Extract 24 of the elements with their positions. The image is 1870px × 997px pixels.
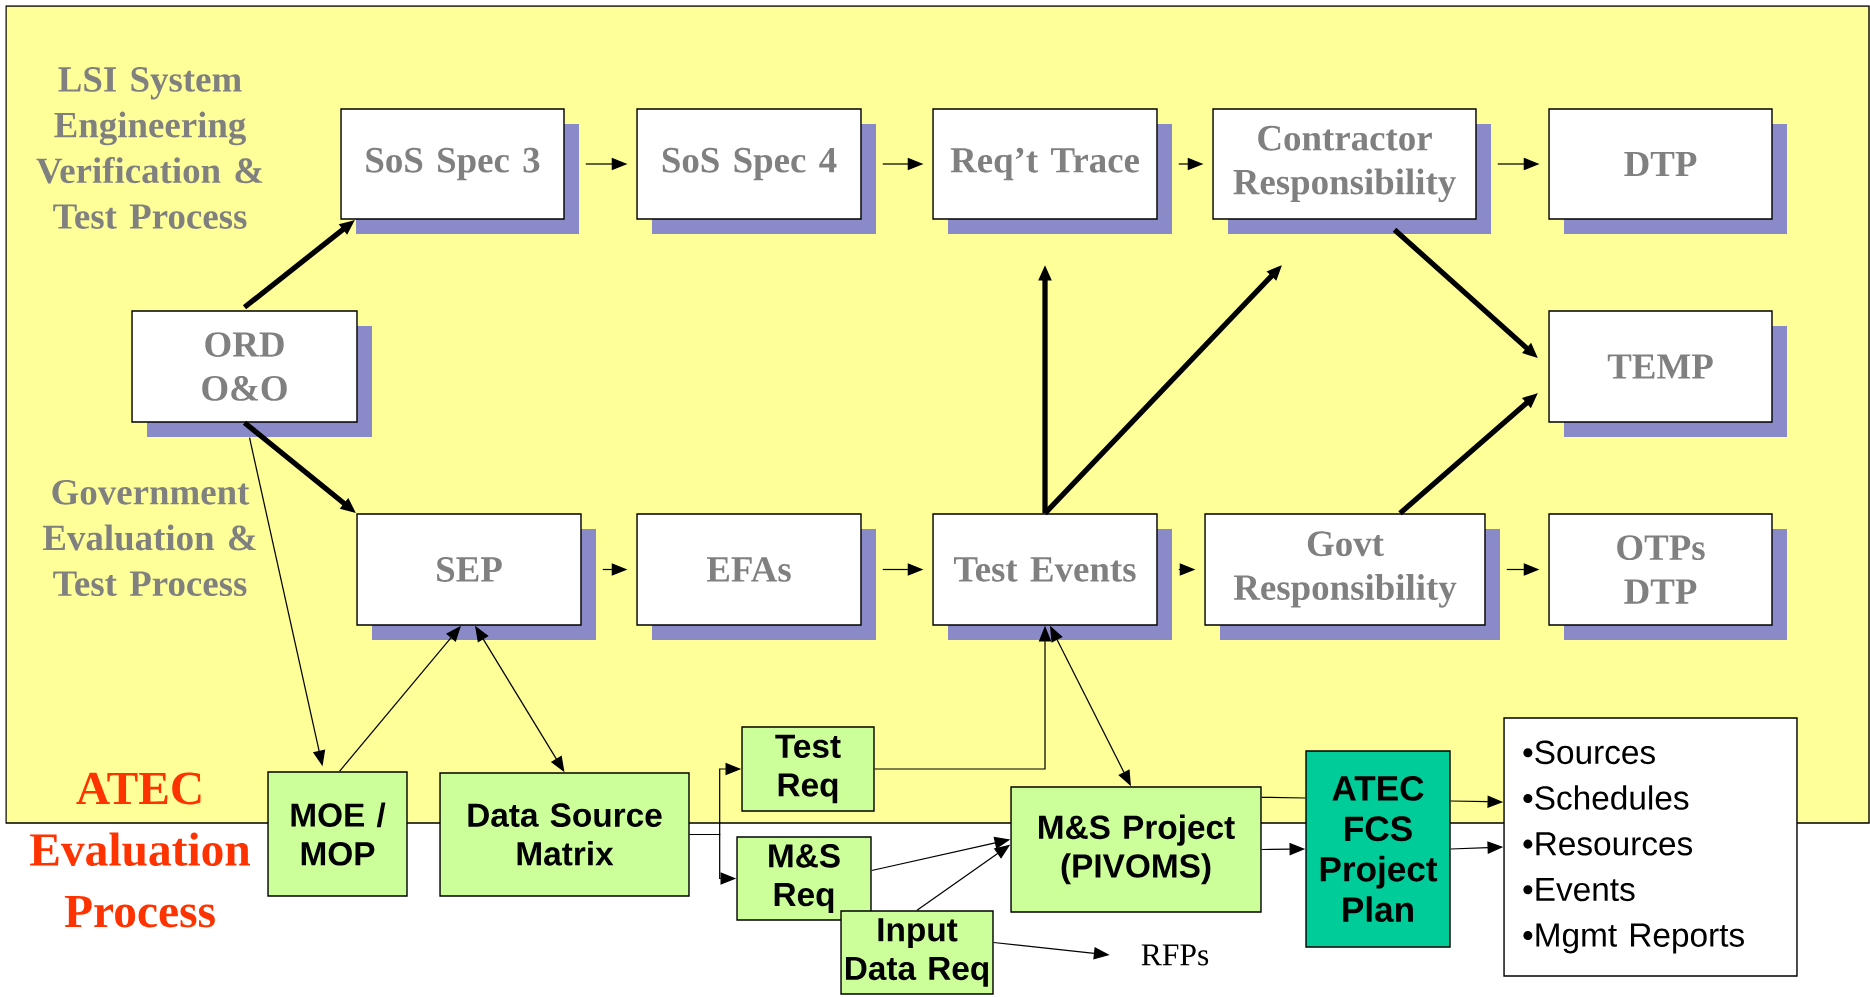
process-box: SEP (356, 513, 596, 640)
process-box: Input Data Req (840, 910, 994, 995)
process-box: ORD O&O (131, 310, 372, 437)
process-box: Contractor Responsibility (1212, 108, 1491, 234)
process-box: DTP (1548, 108, 1787, 234)
plan-box: ATEC FCS Project Plan (1305, 750, 1451, 948)
process-box: Req’t Trace (932, 108, 1172, 234)
process-box: Data Source Matrix (439, 772, 690, 897)
process-box: Test Req (741, 726, 875, 812)
output-text: RFPs (1141, 944, 1209, 966)
side-heading: Government Evaluation & Test Process (43, 479, 256, 597)
process-box: EFAs (636, 513, 876, 640)
process-box: Test Events (932, 513, 1172, 640)
process-box: M&S Req (736, 836, 872, 921)
process-box: SoS Spec 4 (636, 108, 876, 234)
side-heading: ATEC Evaluation Process (30, 772, 251, 928)
process-box: M&S Project (PIVOMS) (1010, 786, 1262, 913)
process-box: TEMP (1548, 310, 1787, 437)
bullet-list-box: •Sources •Schedules •Resources •Events •Mgmt Reports (1503, 717, 1798, 977)
process-box: SoS Spec 3 (340, 108, 579, 234)
process-box: OTPs DTP (1548, 513, 1787, 640)
process-box: Govt Responsibility (1204, 513, 1500, 640)
side-heading: LSI System Engineering Verification & Test Process (36, 67, 263, 229)
process-box: MOE / MOP (267, 771, 408, 897)
